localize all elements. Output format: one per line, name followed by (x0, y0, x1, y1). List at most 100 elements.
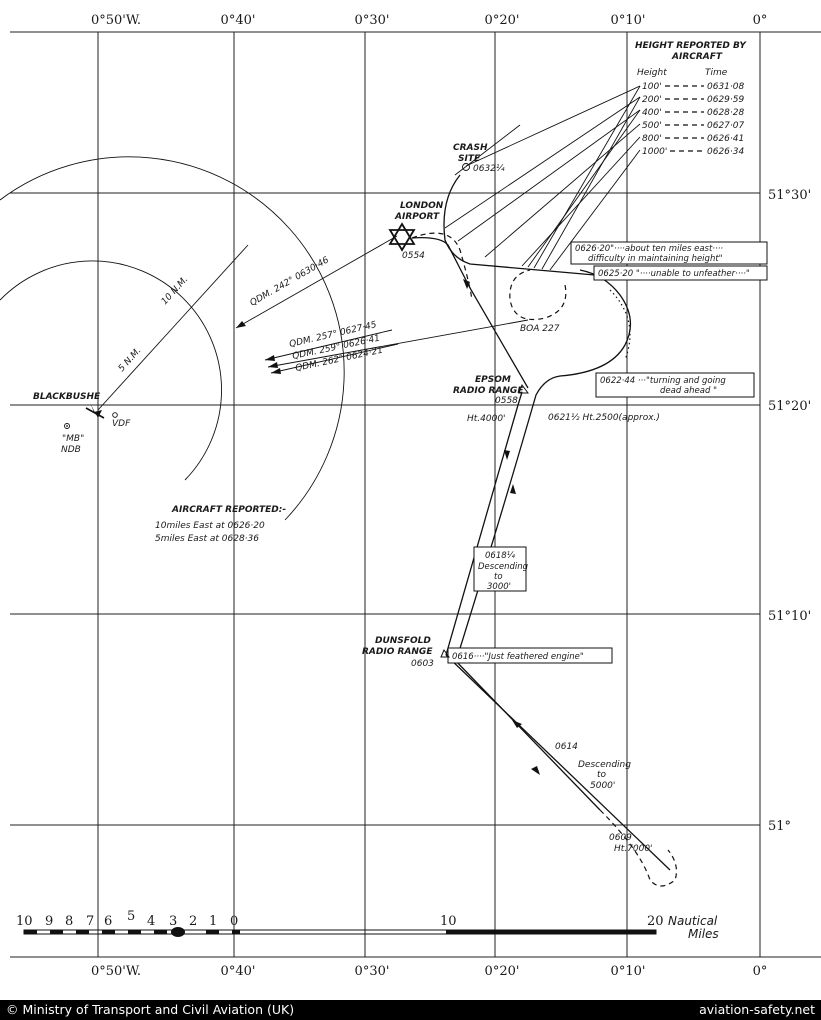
flight-tracks (411, 174, 678, 887)
blackbushe-airfield (64, 403, 118, 429)
longitude-label-bottom: 0° (753, 964, 768, 979)
dunsfold-label-2: RADIO RANGE (362, 647, 433, 657)
svg-text:0626·41: 0626·41 (707, 134, 744, 144)
svg-text:1000': 1000' (642, 147, 667, 157)
callout-0622-box (595, 372, 755, 398)
svg-text:0627·07: 0627·07 (707, 121, 744, 131)
svg-text:9: 9 (45, 914, 53, 929)
range-arc-5nm (0, 260, 222, 481)
svg-text:8: 8 (65, 914, 73, 929)
legend-col-time: Time (705, 68, 728, 78)
svg-text:800': 800' (642, 134, 662, 144)
boa-227-label: BOA 227 (520, 324, 560, 334)
london-airport-label: LONDON (400, 201, 444, 211)
t0614-label: 0614 (555, 742, 578, 752)
crash-site-label-2: SITE (458, 154, 481, 164)
svg-text:1: 1 (209, 914, 217, 929)
epsom-label: EPSOM (475, 375, 511, 385)
callout-0625-text: 0625·20 "····unable to unfeather····" (598, 269, 750, 279)
height-report-lines (444, 85, 641, 271)
crash-site-bearing (454, 124, 521, 176)
longitude-label-bottom: 0°10' (611, 964, 646, 979)
london-airport-label-2: AIRPORT (394, 212, 440, 222)
epsom-time-label: 0558 (495, 396, 518, 406)
range-line-10nm (177, 244, 249, 323)
ht-7000-label: Ht.7000' (614, 844, 653, 854)
svg-text:0631·08: 0631·08 (707, 82, 744, 92)
svg-text:4: 4 (147, 914, 155, 929)
svg-text:0629·59: 0629·59 (707, 95, 744, 105)
svg-text:7: 7 (86, 914, 94, 929)
latitude-label: 51° (768, 819, 791, 834)
longitude-label-top: 0°10' (611, 13, 646, 28)
crash-site-marker (462, 163, 470, 171)
longitude-label-top: 0°40' (221, 13, 256, 28)
callout-0618-text-2: Descending (478, 562, 529, 572)
range-line-5nm (97, 321, 179, 411)
callout-0622-text-2: dead ahead " (660, 386, 717, 396)
svg-text:2: 2 (189, 914, 197, 929)
svg-text:3: 3 (169, 914, 177, 929)
callout-0626-text-2: difficulty in maintaining height" (588, 254, 723, 264)
callout-0618-text: 0618¼ (485, 551, 516, 561)
scale-ticks: 10 9 8 7 6 5 4 3 2 1 0 (16, 909, 238, 929)
t0609-label: 0609 (609, 833, 632, 843)
copyright-credit: © Ministry of Transport and Civil Aviati… (6, 1002, 295, 1017)
graticule (10, 31, 821, 958)
callout-0616-text: 0616····"Just feathered engine" (452, 652, 584, 662)
dunsfold-label: DUNSFOLD (375, 636, 431, 646)
image-credit-bar: © Ministry of Transport and Civil Aviati… (0, 1000, 821, 1020)
callout-0626-text: 0626·20"····about ten miles east···· (575, 244, 723, 254)
longitude-label-bottom: 0°30' (355, 964, 390, 979)
t0621-label: 0621½ Ht.2500(approx.) (548, 413, 660, 423)
london-airport-symbol (388, 222, 416, 252)
callout-0618-text-4: 3000' (487, 582, 511, 592)
legend-rows: 100' 0631·08 200' 0629·59 400' 0628·28 5… (642, 82, 744, 157)
scale-unit-2: Miles (688, 927, 719, 941)
dunsfold-marker (440, 648, 450, 658)
london-time-label: 0554 (402, 251, 425, 261)
svg-text:100': 100' (642, 82, 662, 92)
longitude-label-bottom: 0°40' (221, 964, 256, 979)
svg-text:0628·28: 0628·28 (707, 108, 744, 118)
svg-text:6: 6 (104, 914, 112, 929)
range-arc-10nm (0, 156, 345, 521)
aircraft-reported-title: AIRCRAFT REPORTED:- (171, 505, 286, 515)
descending-5000-label-3: 5000' (590, 781, 615, 791)
svg-text:200': 200' (642, 95, 662, 105)
callout-0618-text-3: to (494, 572, 503, 582)
callout-0622-text: 0622·44 ···"turning and going (600, 376, 726, 386)
svg-text:10: 10 (16, 914, 33, 929)
svg-text:0: 0 (230, 914, 238, 929)
qdm-bearing-lines (235, 235, 529, 374)
scale-unit: Nautical (668, 914, 718, 928)
callout-0625-box (593, 265, 768, 281)
svg-text:5: 5 (127, 909, 135, 924)
longitude-label-top: 0° (753, 13, 768, 28)
longitude-label-top: 0°20' (485, 13, 520, 28)
descending-5000-label-2: to (597, 770, 607, 780)
descending-5000-label: Descending (578, 760, 631, 770)
source-site[interactable]: aviation-safety.net (699, 1002, 815, 1017)
dunsfold-time-label: 0603 (411, 659, 434, 669)
svg-text:500': 500' (642, 121, 662, 131)
mb-ndb-label: "MB" (62, 434, 84, 444)
crash-time-label: 0632¼ (473, 164, 505, 174)
legend-col-height: Height (637, 68, 667, 78)
scale-twenty: 20 (647, 914, 664, 929)
legend-title-2: AIRCRAFT (671, 52, 723, 62)
svg-text:400': 400' (642, 108, 662, 118)
legend-title: HEIGHT REPORTED BY (635, 41, 747, 51)
epsom-label-2: RADIO RANGE (453, 386, 524, 396)
scale-bar (23, 927, 657, 937)
mb-ndb-label: NDB (61, 445, 81, 455)
longitude-label-top: 0°50'W. (91, 13, 141, 28)
blackbushe-label: BLACKBUSHE (33, 392, 101, 402)
latitude-label: 51°10' (768, 609, 811, 624)
aircraft-reported-line: 5miles East at 0628·36 (155, 534, 259, 544)
longitude-label-top: 0°30' (355, 13, 390, 28)
longitude-label-bottom: 0°50'W. (91, 964, 141, 979)
aircraft-reported-line: 10miles East at 0626·20 (155, 521, 265, 531)
callout-0618-box (473, 546, 527, 592)
